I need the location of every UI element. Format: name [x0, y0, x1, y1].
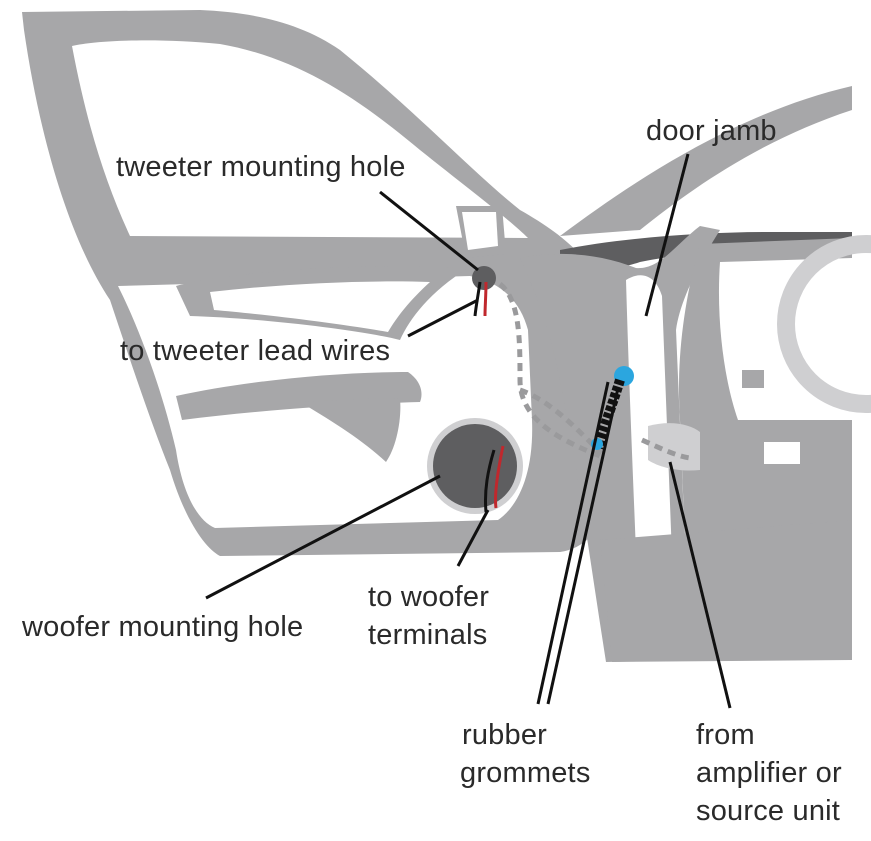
label-to-woofer-terminals-1: to woofer — [368, 581, 490, 613]
tweeter-mounting-hole-shape — [472, 266, 496, 290]
label-rubber-grommets-2: grommets — [460, 757, 591, 789]
leader-lines — [205, 153, 732, 709]
label-to-woofer-terminals-2: terminals — [368, 619, 488, 651]
leader-grommet-1 — [536, 381, 610, 705]
leader-woofer-hole — [205, 474, 441, 600]
leader-tweeter-hole — [379, 190, 479, 272]
woofer-mounting-hole-shape — [433, 424, 517, 508]
leader-amplifier — [668, 461, 732, 709]
leader-grommet-2 — [546, 387, 620, 705]
leader-woofer-terminals — [456, 509, 490, 567]
label-tweeter-mounting-hole: tweeter mounting hole — [116, 151, 406, 183]
label-from-amplifier-3: source unit — [696, 795, 841, 827]
leader-tweeter-wires — [407, 298, 479, 338]
label-to-tweeter-lead-wires: to tweeter lead wires — [120, 335, 391, 367]
leader-door-jamb — [644, 153, 690, 317]
speaker-holes — [427, 266, 523, 514]
label-rubber-grommets-1: rubber — [462, 719, 548, 751]
wire-route — [498, 282, 691, 461]
car-body — [520, 86, 871, 662]
label-woofer-mounting-hole: woofer mounting hole — [22, 611, 304, 643]
door-frame — [22, 10, 612, 556]
label-from-amplifier-1: from — [696, 719, 755, 751]
label-from-amplifier-2: amplifier or — [696, 757, 842, 789]
label-door-jamb: door jamb — [646, 115, 777, 147]
